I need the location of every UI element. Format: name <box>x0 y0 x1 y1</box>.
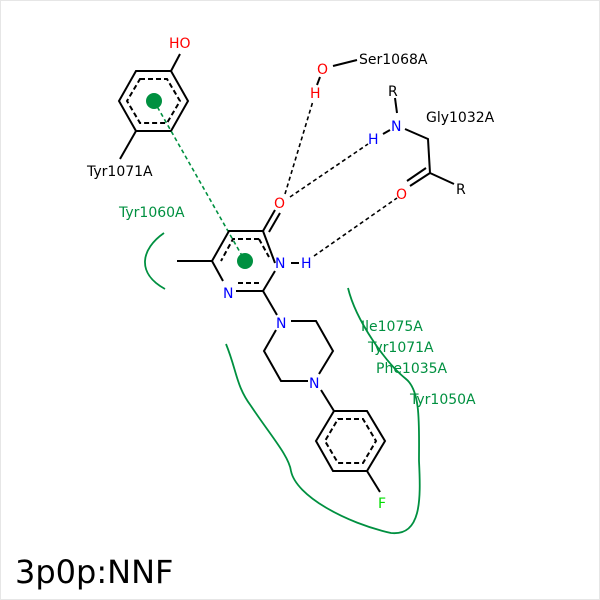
gly-hydrogen-label: H <box>368 132 379 148</box>
ring-nitrogen-label: N <box>275 256 285 272</box>
carbonyl-oxygen-label: O <box>274 196 285 212</box>
piperazine-ring <box>262 290 335 412</box>
fluorine-label: F <box>378 496 386 512</box>
hydrogen-bond <box>313 197 398 257</box>
hydrophobic-contact-arc <box>144 232 166 290</box>
residue-label-tyr1071: Tyr1071A <box>367 340 434 356</box>
residue-label-gly1032: Gly1032A <box>426 110 495 126</box>
pyrimidinone-ring <box>177 209 299 292</box>
ser-hydrogen-label: H <box>310 86 321 102</box>
hydrogen-bond <box>289 143 369 198</box>
r-group-label: R <box>456 182 466 198</box>
gly-nitrogen-label: N <box>391 119 401 135</box>
piperazine-nitrogen-label: N <box>309 376 319 392</box>
ring-nitrogen-label: N <box>223 286 233 302</box>
residue-label-ser1068: Ser1068A <box>359 52 428 68</box>
complex-title: 3p0p:NNF <box>15 553 174 591</box>
gly-oxygen-label: O <box>396 187 407 203</box>
pi-stacking-line <box>153 100 246 262</box>
hydroxyl-label: HO <box>169 36 191 52</box>
tyr1071-phenol-ring <box>117 53 190 160</box>
residue-label-tyr1050: Tyr1050A <box>409 392 476 408</box>
ring-centroid-marker <box>237 253 253 269</box>
ser-oxygen-label: O <box>317 62 328 78</box>
residue-label-tyr1071: Tyr1071A <box>86 164 153 180</box>
amide-hydrogen-label: H <box>301 256 312 272</box>
residue-label-tyr1060: Tyr1060A <box>118 205 185 221</box>
fluorophenyl-ring <box>314 410 387 493</box>
residue-label-ile1075: Ile1075A <box>361 319 423 335</box>
hydrophobic-contact-arc <box>225 287 421 534</box>
hydrogen-bond <box>284 100 314 195</box>
piperazine-nitrogen-label: N <box>276 316 286 332</box>
residue-label-phe1035: Phe1035A <box>376 361 448 377</box>
r-group-label: R <box>388 84 398 100</box>
